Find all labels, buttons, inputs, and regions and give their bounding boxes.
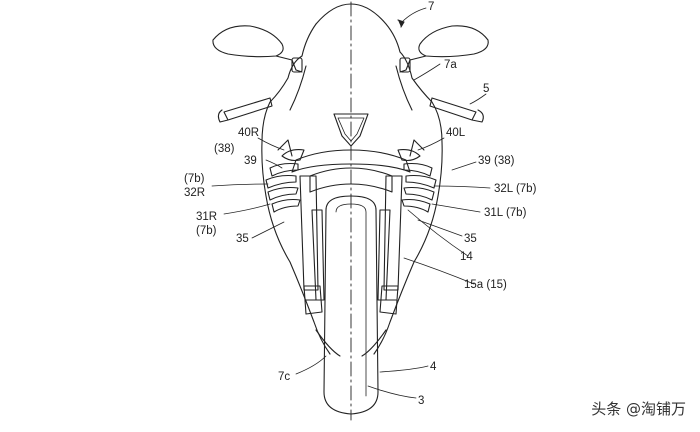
left-mirror-stalk [275, 55, 303, 73]
label-7a: 7a [444, 59, 457, 71]
right-brake-disc [377, 209, 391, 301]
right-mirror-stalk [399, 55, 427, 73]
label-31l: 31L (7b) [484, 207, 527, 219]
part-labels: 7 7a 5 40R 40L (38) 39 39 (38) (7b) 32R … [184, 1, 537, 407]
label-39-38-left: 39 (38) [478, 155, 515, 167]
label-35-right: 35 [236, 233, 249, 245]
label-15a: 15a (15) [464, 279, 507, 291]
headlight-right [397, 149, 421, 162]
left-fork-tube [299, 175, 319, 291]
left-brake-disc [311, 209, 325, 301]
label-5: 5 [483, 83, 489, 95]
left-winglets [265, 139, 301, 213]
fairing-outline [261, 51, 443, 355]
fairing-inner-line [289, 65, 413, 111]
left-mirror [212, 25, 284, 58]
watermark: 头条 @淘铺万 [591, 398, 686, 419]
front-fender [309, 167, 393, 193]
label-14: 14 [460, 251, 473, 263]
right-winglets [401, 139, 437, 213]
label-35-left: 35 [464, 233, 477, 245]
label-3: 3 [418, 395, 424, 407]
front-tire [323, 195, 379, 415]
label-32r: 32R [184, 187, 205, 199]
center-intake-inner [337, 117, 365, 142]
label-39-right: 39 [244, 155, 257, 167]
label-7: 7 [428, 1, 434, 13]
lower-cowl [291, 149, 411, 173]
right-handlebar [429, 97, 484, 123]
headlight-left [281, 149, 305, 162]
windscreen-left-edge [301, 23, 317, 57]
left-handlebar [217, 97, 273, 123]
watermark-handle: @淘铺万 [625, 400, 686, 418]
label-31r: 31R [196, 211, 217, 223]
label-7b-right-1: (7b) [184, 173, 205, 185]
label-38-right: (38) [214, 143, 235, 155]
watermark-prefix: 头条 [591, 400, 622, 418]
label-4: 4 [430, 361, 437, 373]
windscreen-outline [315, 3, 401, 53]
label-7c: 7c [278, 371, 290, 383]
label-32l: 32L (7b) [494, 183, 537, 195]
label-40l: 40L [446, 127, 466, 139]
left-mirror-mount [291, 57, 303, 73]
right-fork-tube [383, 175, 403, 291]
right-mirror [418, 25, 489, 58]
label-7b-right-2: (7b) [196, 225, 217, 237]
leader-arrow-7 [397, 19, 405, 28]
label-40r: 40R [238, 127, 259, 139]
tire-inner [335, 203, 367, 397]
leader-lines [211, 7, 491, 399]
right-mirror-mount [399, 57, 411, 73]
chin-fairing [315, 329, 387, 357]
center-intake [333, 113, 369, 147]
